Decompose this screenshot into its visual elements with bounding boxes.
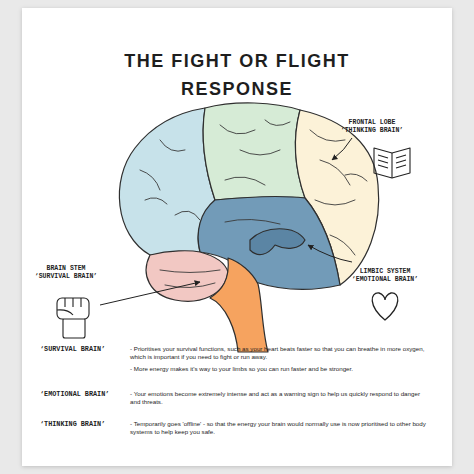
frontal-arrow [332,138,352,160]
part-name: FRONTAL LOBE [349,119,396,127]
heart-icon [372,293,398,320]
limbic-arrow [308,245,352,262]
stem-arrow [100,282,200,305]
brain-folds [140,120,367,288]
row-heading: ‘THINKING BRAIN’ [40,420,105,429]
row-heading: ‘EMOTIONAL BRAIN’ [40,390,109,399]
row-heading: ‘SURVIVAL BRAIN’ [40,345,105,354]
part-nickname: ‘SURVIVAL BRAIN’ [35,273,97,281]
brain [119,103,378,352]
brain-stem [210,258,268,352]
limbic-inner [250,229,305,255]
row-text: - Prioritises your survival functions, s… [130,345,430,362]
row-text: - Your emotions become extremely intense… [130,390,430,407]
part-nickname: ‘EMOTIONAL BRAIN’ [352,276,418,284]
row-text: - More energy makes it's way to your lim… [130,365,430,373]
row-text: - Temporarily goes 'offline' - so that t… [130,420,430,437]
poster-title: THE FIGHT OR FLIGHT RESPONSE [87,48,387,104]
fist-icon [57,298,89,338]
top-region [203,103,305,200]
book-icon [374,148,410,178]
pointer-arrows [100,138,352,305]
part-name: LIMBIC SYSTEM [360,268,411,276]
part-name: BRAIN STEM [46,265,85,273]
paper-sheet [22,8,452,466]
part-nickname: ‘THINKING BRAIN’ [341,127,403,135]
